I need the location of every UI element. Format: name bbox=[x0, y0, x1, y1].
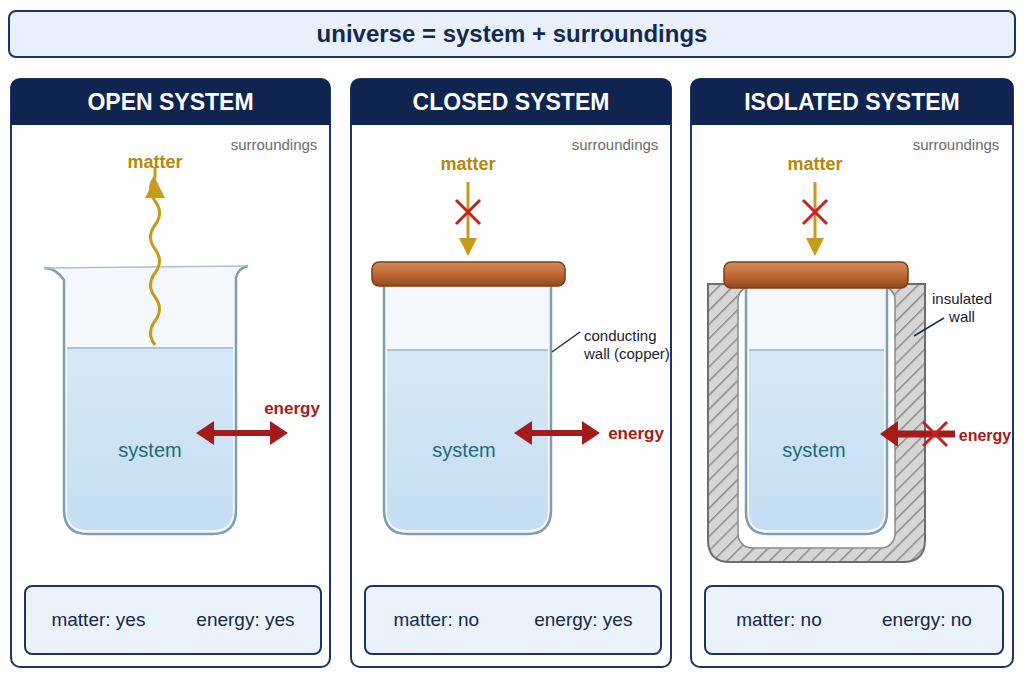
matter-label: matter bbox=[440, 154, 495, 176]
system-contents: system bbox=[764, 432, 864, 468]
summary-box: matter: no energy: no bbox=[704, 585, 1004, 655]
surroundings-label: surroundings bbox=[572, 136, 659, 154]
closed-beaker bbox=[372, 182, 600, 534]
energy-label: energy bbox=[959, 426, 1011, 445]
summary-text: energy: yes bbox=[196, 609, 294, 631]
energy-label: energy bbox=[264, 399, 320, 419]
summary-text: matter: no bbox=[394, 609, 480, 631]
title-banner: universe = system + surroundings bbox=[8, 10, 1016, 58]
title: universe = system + surroundings bbox=[317, 20, 708, 48]
energy-label: energy bbox=[608, 424, 664, 444]
system-label: system bbox=[432, 439, 495, 462]
summary-box: matter: no energy: yes bbox=[364, 585, 662, 655]
open-beaker bbox=[44, 167, 288, 534]
wall-label: insulated wall bbox=[927, 290, 997, 326]
isolated-beaker bbox=[708, 182, 955, 562]
summary-text: energy: yes bbox=[534, 609, 632, 631]
panel-heading: ISOLATED SYSTEM bbox=[691, 79, 1013, 125]
wall-label: conducting wall (copper) bbox=[584, 327, 674, 363]
panel-heading: CLOSED SYSTEM bbox=[351, 79, 671, 125]
surroundings-label: surroundings bbox=[913, 136, 1000, 154]
summary-text: energy: no bbox=[882, 609, 972, 631]
surroundings-label: surroundings bbox=[231, 136, 318, 154]
panel-heading: OPEN SYSTEM bbox=[11, 79, 330, 125]
summary-box: matter: yes energy: yes bbox=[24, 585, 322, 655]
system-label: system bbox=[118, 439, 181, 462]
summary-text: matter: no bbox=[736, 609, 822, 631]
matter-label: matter bbox=[127, 152, 182, 174]
system-panel: CLOSED SYSTEM system matter: no energy: yes bbox=[350, 78, 672, 668]
matter-label: matter bbox=[787, 154, 842, 176]
system-panel: ISOLATED SYSTEM system matter: no energy: n… bbox=[690, 78, 1014, 668]
system-label: system bbox=[782, 439, 845, 462]
system-contents: system bbox=[414, 432, 514, 468]
summary-text: matter: yes bbox=[51, 609, 145, 631]
system-contents: system bbox=[100, 432, 200, 468]
